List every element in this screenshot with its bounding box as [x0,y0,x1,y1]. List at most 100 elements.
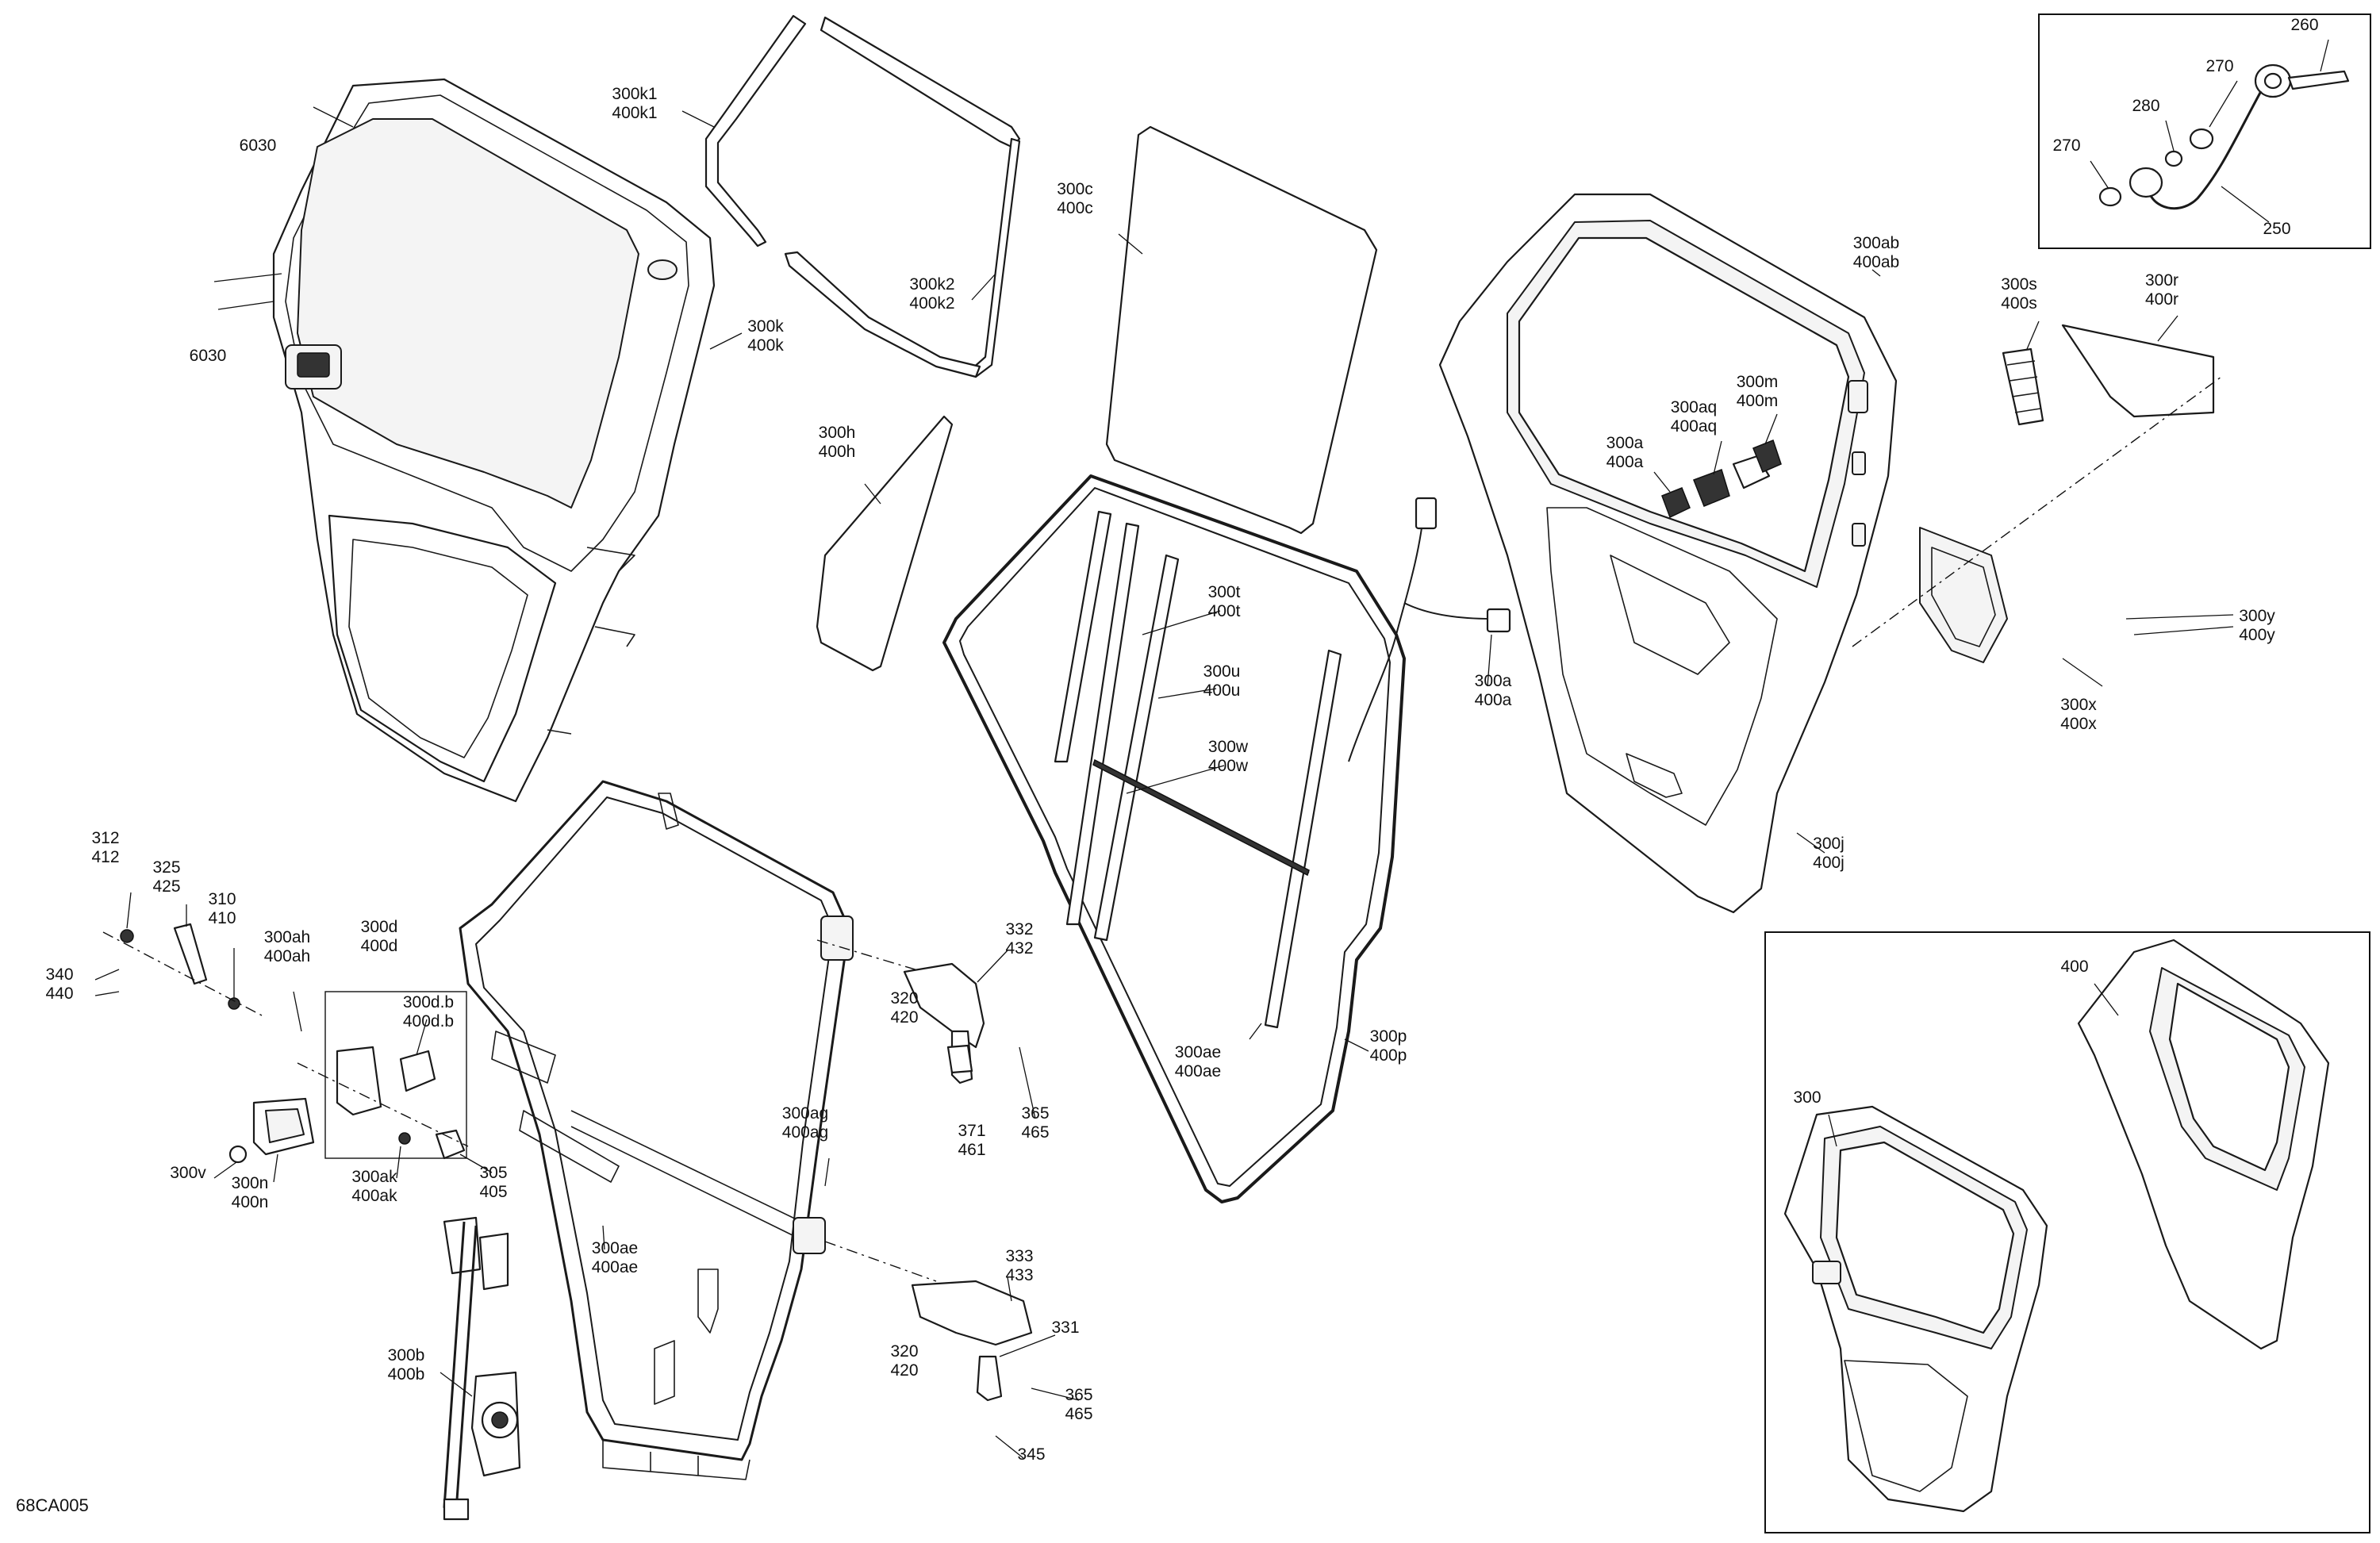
callout-line: 400r [2145,290,2178,309]
callout-line: 340 [45,965,73,984]
callout-260: 260 [2290,16,2318,34]
callout-line: 300 [1793,1088,1821,1107]
callout-line: 300ab [1853,234,1899,252]
callout-270-a: 270 [2205,57,2233,75]
callout-line: 400ah [264,947,310,965]
door-frame [459,780,854,1480]
door-glass-main [1105,125,1378,535]
callout-line: 405 [479,1183,507,1201]
callout-line: 400j [1813,854,1844,872]
callout-line: 300ak [351,1168,397,1186]
callout-line: 400ae [592,1258,638,1276]
callout-line: 300p [1370,1027,1407,1046]
callout-line: 320 [890,1342,918,1361]
callout-400-inset: 400 [2060,958,2088,976]
outer-door-panel [272,78,716,803]
callout-line: 400b [388,1365,425,1384]
callout-6030-a: 6030 [240,136,277,155]
callout-line: 465 [1065,1405,1092,1423]
door-handle-connectors [1661,439,1782,519]
glass-run-channel-upper [704,14,1021,378]
callout-line: 250 [2263,220,2290,238]
callout-line: 345 [1017,1445,1045,1464]
callout-line: 260 [2290,16,2318,34]
callout-line: 400x [2060,715,2097,733]
callout-line: 400ab [1853,253,1899,271]
callout-line: 432 [1005,939,1033,958]
callout-line: 400k [747,336,784,355]
callout-line: 400c [1057,199,1093,217]
callout-line: 425 [152,877,180,896]
diagram-code: 68CA005 [16,1495,89,1515]
glass-guide-rails [1054,510,1342,1029]
callout-331: 331 [1051,1318,1079,1337]
inner-door-panel [1438,193,1898,914]
callout-line: 300s [2001,275,2037,294]
callout-line: 433 [1005,1266,1033,1284]
callout-line: 300c [1057,180,1093,198]
callout-line: 300w [1208,738,1249,756]
trim-parts-right [1919,324,2215,663]
callout-line: 6030 [190,347,227,365]
callout-line: 420 [890,1361,918,1380]
callout-line: 300ag [782,1104,828,1123]
callout-line: 400aq [1671,417,1717,436]
callout-line: 400 [2060,958,2088,976]
callout-345: 345 [1017,1445,1045,1464]
callout-line: 300a [1475,672,1512,690]
callout-line: 400a [1475,691,1512,709]
callout-line: 270 [2052,136,2080,155]
callout-line: 300d [361,918,398,936]
callout-line: 300j [1813,835,1844,853]
callout-line: 312 [91,829,119,847]
callout-line: 410 [208,909,236,927]
callout-line: 325 [152,858,180,877]
door-latch [336,1046,436,1116]
callout-line: 280 [2132,97,2159,115]
callout-line: 333 [1005,1247,1033,1265]
callout-line: 400n [232,1193,269,1211]
mirror-assembly [2098,63,2350,210]
callout-300v: 300v [170,1164,206,1182]
callout-line: 320 [890,989,918,1008]
callout-line: 300v [170,1164,206,1182]
callout-line: 300ae [1175,1043,1221,1061]
callout-line: 300u [1203,662,1241,681]
callout-line: 400h [819,443,856,461]
callout-line: 300x [2060,696,2097,714]
callout-line: 305 [479,1164,507,1182]
door-seal-frame [942,474,1406,1203]
callout-line: 300r [2145,271,2178,290]
callout-line: 365 [1065,1386,1092,1404]
callout-line: 300n [232,1174,269,1192]
callout-line: 400d [361,937,398,955]
callout-line: 400ae [1175,1062,1221,1080]
